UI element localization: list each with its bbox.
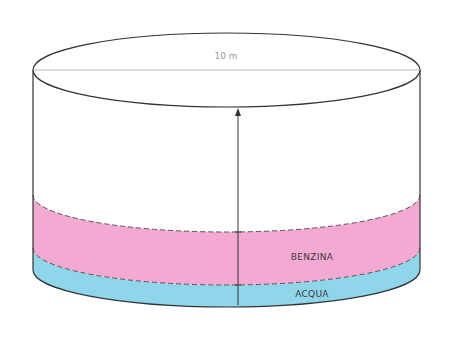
level-tick	[235, 232, 241, 233]
petrol-surface	[33, 195, 420, 232]
band-label: BENZINA	[291, 252, 333, 262]
tank-bottom	[33, 270, 420, 307]
interface-line	[33, 248, 420, 285]
petrol-band: BENZINA	[288, 251, 336, 263]
diameter-line	[33, 70, 420, 71]
level-tick	[235, 285, 241, 286]
tank-side-right	[419, 70, 420, 270]
band-label: ACQUA	[295, 289, 329, 299]
petrol-band	[33, 195, 420, 285]
height-arrow	[238, 114, 239, 305]
arrow-head	[235, 108, 241, 116]
dimension-label: 10 m	[214, 51, 237, 61]
tank-side-left	[32, 70, 33, 270]
tank-top	[33, 33, 420, 107]
water-band: ACQUA	[292, 288, 332, 300]
